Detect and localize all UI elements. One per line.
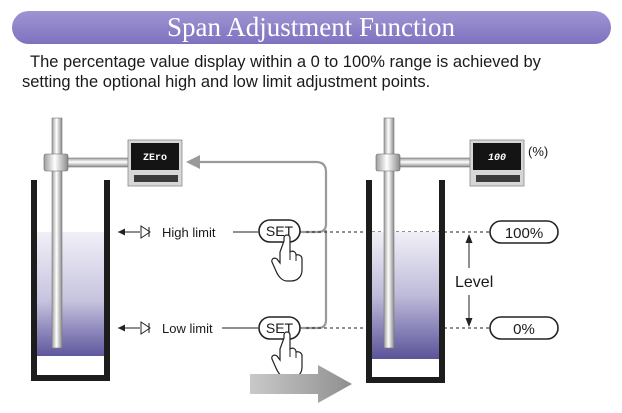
left-controller: ZEro [127,139,183,187]
value-100-label: 100% [505,225,543,242]
right-tank-liquid [372,232,439,359]
value-0-badge [489,316,559,340]
percent-unit-label: (%) [528,144,548,159]
low-limit-marker [118,321,151,335]
left-controller-screen [131,143,179,170]
high-limit-label: High limit [162,225,216,240]
description: The percentage value display within a 0 … [22,52,612,92]
left-tank-liquid [37,232,104,356]
left-controller-keys[interactable] [134,175,178,182]
feedback-arrow-head [186,155,200,169]
page-title: Span Adjustment Function [166,12,455,42]
right-controller-readout: 100 [488,153,506,164]
set-button-low[interactable]: SET [258,316,301,340]
pointing-hand-icon-high [271,234,303,282]
right-tank [366,180,445,383]
right-probe-rod [383,117,395,349]
left-probe-clamp [43,153,69,172]
value-100-badge [489,220,559,244]
level-arrow [465,234,473,327]
title-bar [12,11,611,44]
description-line-1: The percentage value display within a 0 … [30,53,541,71]
level-label: Level [455,274,493,291]
pointing-hand-icon-low [271,331,303,379]
high-limit-marker [118,225,151,239]
description-line-2: setting the optional high and low limit … [22,73,431,91]
low-limit-label: Low limit [162,321,213,336]
value-0-label: 0% [513,321,535,338]
feedback-path-high [198,160,328,234]
right-probe-clamp [375,153,401,172]
right-controller-keys[interactable] [476,175,520,182]
set-button-high[interactable]: SET [258,219,301,243]
transition-arrow [250,365,352,403]
left-tank [31,180,110,381]
right-controller-screen [473,143,521,170]
left-probe-rod [51,117,63,349]
feedback-path-low [300,230,328,330]
left-controller-readout: ZEro [143,153,167,164]
right-controller: 100 [469,139,525,187]
